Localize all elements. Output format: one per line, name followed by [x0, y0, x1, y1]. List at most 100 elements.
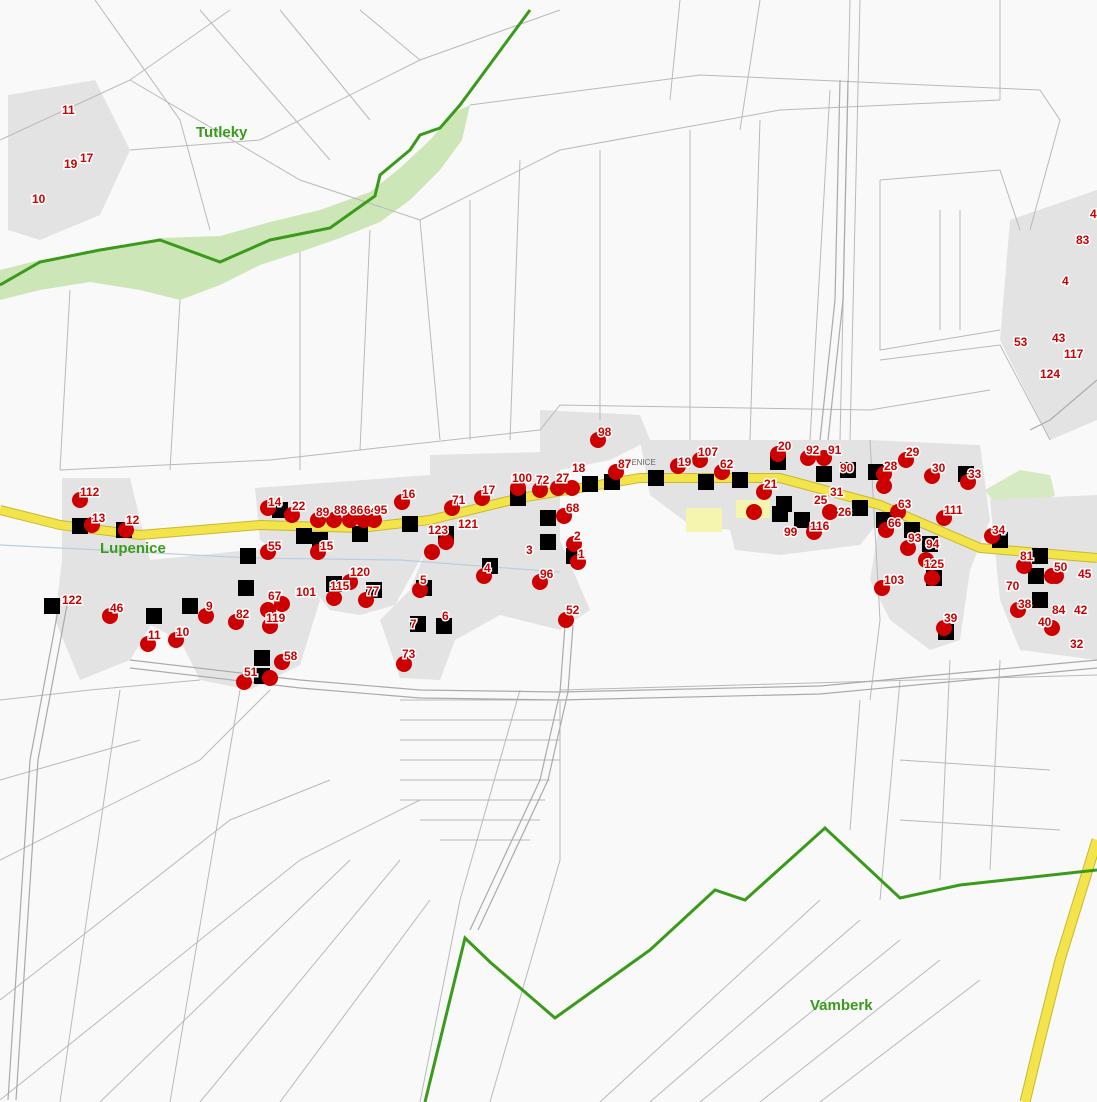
circle-marker[interactable] — [262, 618, 278, 634]
circle-marker[interactable] — [168, 632, 184, 648]
circle-marker[interactable] — [890, 504, 906, 520]
circle-marker[interactable] — [444, 500, 460, 516]
circle-marker[interactable] — [800, 450, 816, 466]
circle-marker[interactable] — [262, 670, 278, 686]
circle-marker[interactable] — [806, 524, 822, 540]
square-marker[interactable] — [794, 512, 810, 528]
square-marker[interactable] — [1028, 568, 1044, 584]
circle-marker[interactable] — [960, 474, 976, 490]
square-marker[interactable] — [402, 516, 418, 532]
circle-marker[interactable] — [84, 517, 100, 533]
square-marker[interactable] — [732, 472, 748, 488]
circle-marker[interactable] — [396, 656, 412, 672]
circle-marker[interactable] — [274, 596, 290, 612]
circle-marker[interactable] — [532, 482, 548, 498]
square-marker[interactable] — [240, 548, 256, 564]
circle-marker[interactable] — [412, 582, 428, 598]
circle-marker[interactable] — [816, 450, 832, 466]
circle-marker[interactable] — [550, 480, 566, 496]
square-marker[interactable] — [1032, 592, 1048, 608]
square-marker[interactable] — [146, 608, 162, 624]
square-marker[interactable] — [312, 532, 328, 548]
square-marker[interactable] — [254, 650, 270, 666]
circle-marker[interactable] — [342, 574, 358, 590]
circle-marker[interactable] — [714, 464, 730, 480]
circle-marker[interactable] — [876, 478, 892, 494]
circle-marker[interactable] — [570, 554, 586, 570]
circle-marker[interactable] — [260, 500, 276, 516]
square-marker[interactable] — [648, 470, 664, 486]
square-marker[interactable] — [540, 534, 556, 550]
circle-marker[interactable] — [756, 484, 772, 500]
circle-marker[interactable] — [564, 480, 580, 496]
square-marker[interactable] — [904, 522, 920, 538]
circle-marker[interactable] — [878, 522, 894, 538]
circle-marker[interactable] — [228, 614, 244, 630]
circle-marker[interactable] — [608, 464, 624, 480]
circle-marker[interactable] — [924, 570, 940, 586]
circle-marker[interactable] — [822, 504, 838, 520]
square-marker[interactable] — [852, 500, 868, 516]
circle-marker[interactable] — [424, 544, 440, 560]
circle-marker[interactable] — [566, 536, 582, 552]
square-marker[interactable] — [72, 518, 88, 534]
circle-marker[interactable] — [918, 552, 934, 568]
circle-marker[interactable] — [900, 540, 916, 556]
circle-marker[interactable] — [898, 452, 914, 468]
circle-marker[interactable] — [284, 507, 300, 523]
circle-marker[interactable] — [438, 534, 454, 550]
circle-marker[interactable] — [342, 512, 358, 528]
circle-marker[interactable] — [532, 574, 548, 590]
circle-marker[interactable] — [876, 466, 892, 482]
square-marker[interactable] — [582, 476, 598, 492]
circle-marker[interactable] — [558, 612, 574, 628]
circle-marker[interactable] — [692, 452, 708, 468]
square-marker[interactable] — [352, 526, 368, 542]
circle-marker[interactable] — [118, 522, 134, 538]
circle-marker[interactable] — [236, 674, 252, 690]
square-marker[interactable] — [840, 462, 856, 478]
circle-marker[interactable] — [102, 608, 118, 624]
circle-marker[interactable] — [72, 492, 88, 508]
square-marker[interactable] — [272, 502, 288, 518]
circle-marker[interactable] — [310, 544, 326, 560]
circle-marker[interactable] — [936, 510, 952, 526]
circle-marker[interactable] — [936, 620, 952, 636]
square-marker[interactable] — [182, 598, 198, 614]
circle-marker[interactable] — [366, 512, 382, 528]
circle-marker[interactable] — [260, 544, 276, 560]
circle-marker[interactable] — [590, 432, 606, 448]
square-marker[interactable] — [44, 598, 60, 614]
circle-marker[interactable] — [358, 592, 374, 608]
square-marker[interactable] — [436, 618, 452, 634]
circle-marker[interactable] — [984, 528, 1000, 544]
circle-marker[interactable] — [746, 504, 762, 520]
square-marker[interactable] — [296, 528, 312, 544]
circle-marker[interactable] — [1016, 558, 1032, 574]
circle-marker[interactable] — [874, 580, 890, 596]
circle-marker[interactable] — [198, 608, 214, 624]
square-marker[interactable] — [772, 506, 788, 522]
circle-marker[interactable] — [556, 508, 572, 524]
circle-marker[interactable] — [140, 636, 156, 652]
circle-marker[interactable] — [394, 494, 410, 510]
square-marker[interactable] — [326, 576, 342, 592]
square-marker[interactable] — [540, 510, 556, 526]
circle-marker[interactable] — [1010, 602, 1026, 618]
circle-marker[interactable] — [770, 446, 786, 462]
square-marker[interactable] — [698, 474, 714, 490]
circle-marker[interactable] — [326, 512, 342, 528]
circle-marker[interactable] — [274, 654, 290, 670]
square-marker[interactable] — [922, 536, 938, 552]
circle-marker[interactable] — [474, 490, 490, 506]
circle-marker[interactable] — [476, 568, 492, 584]
square-marker[interactable] — [816, 466, 832, 482]
circle-marker[interactable] — [670, 458, 686, 474]
square-marker[interactable] — [238, 580, 254, 596]
circle-marker[interactable] — [326, 590, 342, 606]
circle-marker[interactable] — [510, 480, 526, 496]
circle-marker[interactable] — [260, 602, 276, 618]
circle-marker[interactable] — [1044, 568, 1060, 584]
